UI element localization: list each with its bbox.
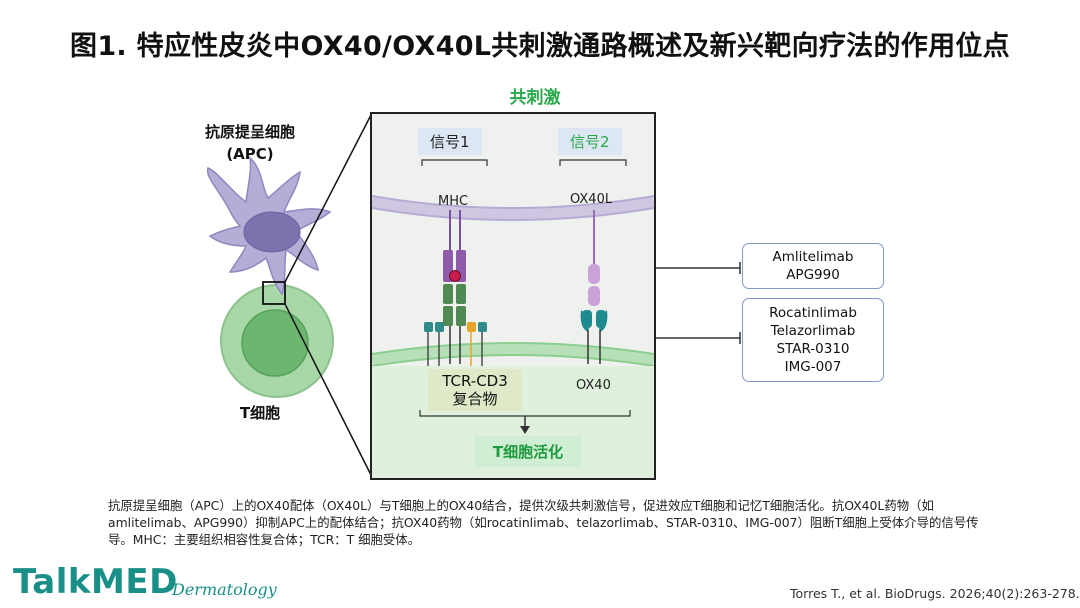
anti-ox40-drugs-box: Rocatinlimab Telazorlimab STAR-0310 IMG-… bbox=[742, 298, 884, 382]
figure-caption: 抗原提呈细胞（APC）上的OX40配体（OX40L）与T细胞上的OX40结合，提… bbox=[108, 498, 979, 547]
mhc-label: MHC bbox=[438, 194, 469, 209]
drug-star-0310: STAR-0310 bbox=[776, 341, 850, 357]
ox40l-label: OX40L bbox=[570, 192, 613, 207]
anti-ox40l-drugs-box: Amlitelimab APG990 bbox=[742, 243, 884, 289]
tcr-cd3-label: TCR-CD3 复合物 bbox=[428, 369, 522, 411]
tcr-cd3-complex bbox=[424, 284, 487, 366]
signal-2-label: 信号2 bbox=[558, 128, 622, 155]
ox40-molecule bbox=[580, 310, 608, 364]
ox40l-molecule bbox=[588, 210, 600, 306]
apc-cell bbox=[206, 156, 332, 296]
t-cell-activation-label: T细胞活化 bbox=[474, 436, 582, 467]
reference-citation: Torres T., et al. BioDrugs. 2026;40(2):2… bbox=[790, 586, 1080, 601]
zoom-region bbox=[262, 281, 286, 305]
costimulation-label: 共刺激 bbox=[509, 88, 561, 108]
talkmed-logo: TalkMED bbox=[13, 562, 178, 602]
synapse-drawing bbox=[372, 159, 654, 478]
figure-title: 图1. 特应性皮炎中OX40/OX40L共刺激通路概述及新兴靶向疗法的作用位点 bbox=[70, 31, 1010, 62]
drug-rocatinlimab: Rocatinlimab bbox=[769, 305, 857, 321]
drug-amlitelimab: Amlitelimab bbox=[772, 249, 854, 265]
mhc-molecule bbox=[443, 210, 466, 282]
t-cell bbox=[220, 284, 334, 398]
drug-telazorlimab: Telazorlimab bbox=[770, 323, 856, 339]
brand-subtitle: Dermatology bbox=[172, 580, 277, 599]
ox40-label: OX40 bbox=[576, 378, 611, 393]
t-cell-label: T细胞 bbox=[239, 404, 281, 422]
apc-label: 抗原提呈细胞 (APC) bbox=[204, 123, 295, 163]
signal-1-label: 信号1 bbox=[418, 128, 482, 155]
drug-img-007: IMG-007 bbox=[784, 359, 842, 375]
drug-apg990: APG990 bbox=[786, 267, 840, 283]
synapse-panel: 信号1 信号2 MHC OX40L TCR-CD3 复合物 OX40 T细胞活化 bbox=[370, 112, 656, 480]
